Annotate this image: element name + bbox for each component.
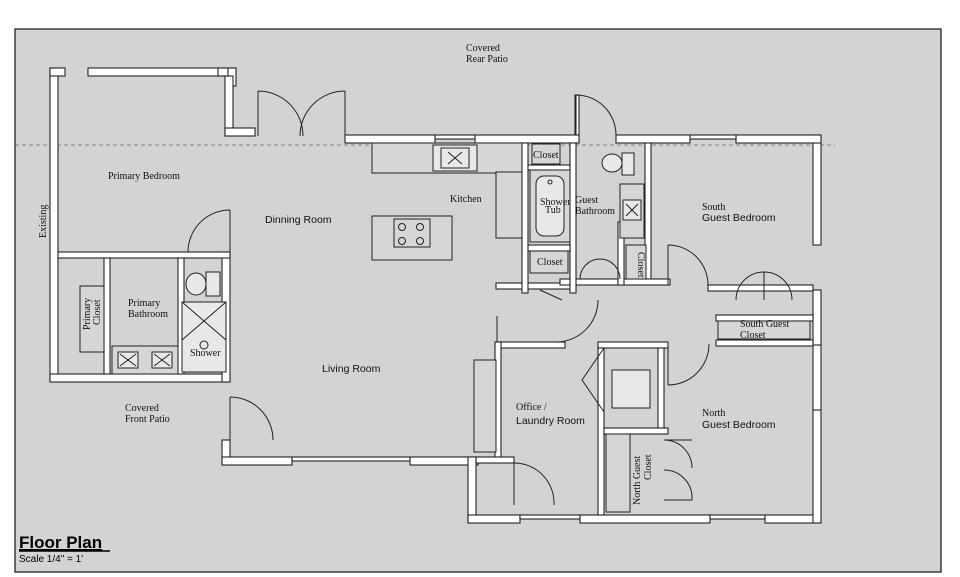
label-covered-front-patio-2: Front Patio [125, 414, 170, 425]
label-south-guest-bedroom-1: South [702, 202, 725, 213]
label-closet-vertical: Closet [635, 252, 646, 278]
label-closet-upper: Closet [533, 150, 559, 161]
plan-title: Floor Plan [19, 533, 102, 552]
kitchen-fixtures [371, 142, 523, 261]
room-labels: Covered Rear Patio Primary Bedroom Exist… [38, 43, 789, 505]
interior-walls [57, 142, 814, 516]
label-dinning-room: Dinning Room [265, 214, 332, 226]
label-guest-bathroom-2: Bathroom [575, 206, 615, 217]
label-shower: Shower [190, 348, 221, 359]
label-shower-tub-2: Tub [545, 205, 561, 216]
label-south-guest-bedroom-2: Guest Bedroom [702, 212, 776, 224]
label-shower-tub-1: Shower [540, 197, 571, 208]
label-primary-bathroom-1: Primary [128, 298, 160, 309]
label-guest-bathroom-1: Guest [575, 195, 599, 206]
label-covered-rear-patio-2: Rear Patio [466, 54, 508, 65]
label-north-guest-bedroom-2: Guest Bedroom [702, 419, 776, 431]
door-swings [187, 90, 793, 506]
bath-fixtures [79, 143, 811, 513]
label-south-guest-closet-1: South Guest [740, 319, 789, 330]
exterior-walls [49, 67, 822, 524]
label-existing: Existing [38, 205, 49, 238]
sheet-background [14, 28, 942, 573]
label-living-room: Living Room [322, 363, 381, 375]
plan-scale: Scale 1/4" = 1' [19, 554, 83, 565]
label-office-laundry-2: Laundry Room [516, 415, 585, 427]
label-covered-front-patio-1: Covered [125, 403, 159, 414]
label-primary-bedroom: Primary Bedroom [108, 171, 180, 182]
label-primary-bathroom-2: Bathroom [128, 309, 168, 320]
label-closet-lower: Closet [537, 257, 563, 268]
label-primary-closet-1: Primary [82, 298, 93, 330]
label-north-guest-closet-1: North Guest [632, 456, 643, 505]
label-primary-closet-2: Closet [92, 299, 103, 325]
title-block: Floor Plan Scale 1/4" = 1' [19, 533, 110, 565]
label-covered-rear-patio-1: Covered [466, 43, 500, 54]
label-north-guest-closet-2: Closet [643, 454, 654, 480]
label-office-laundry-1: Office / [516, 402, 547, 413]
label-north-guest-bedroom-1: North [702, 408, 725, 419]
label-kitchen: Kitchen [450, 194, 482, 205]
label-south-guest-closet-2: Closet [740, 330, 766, 341]
